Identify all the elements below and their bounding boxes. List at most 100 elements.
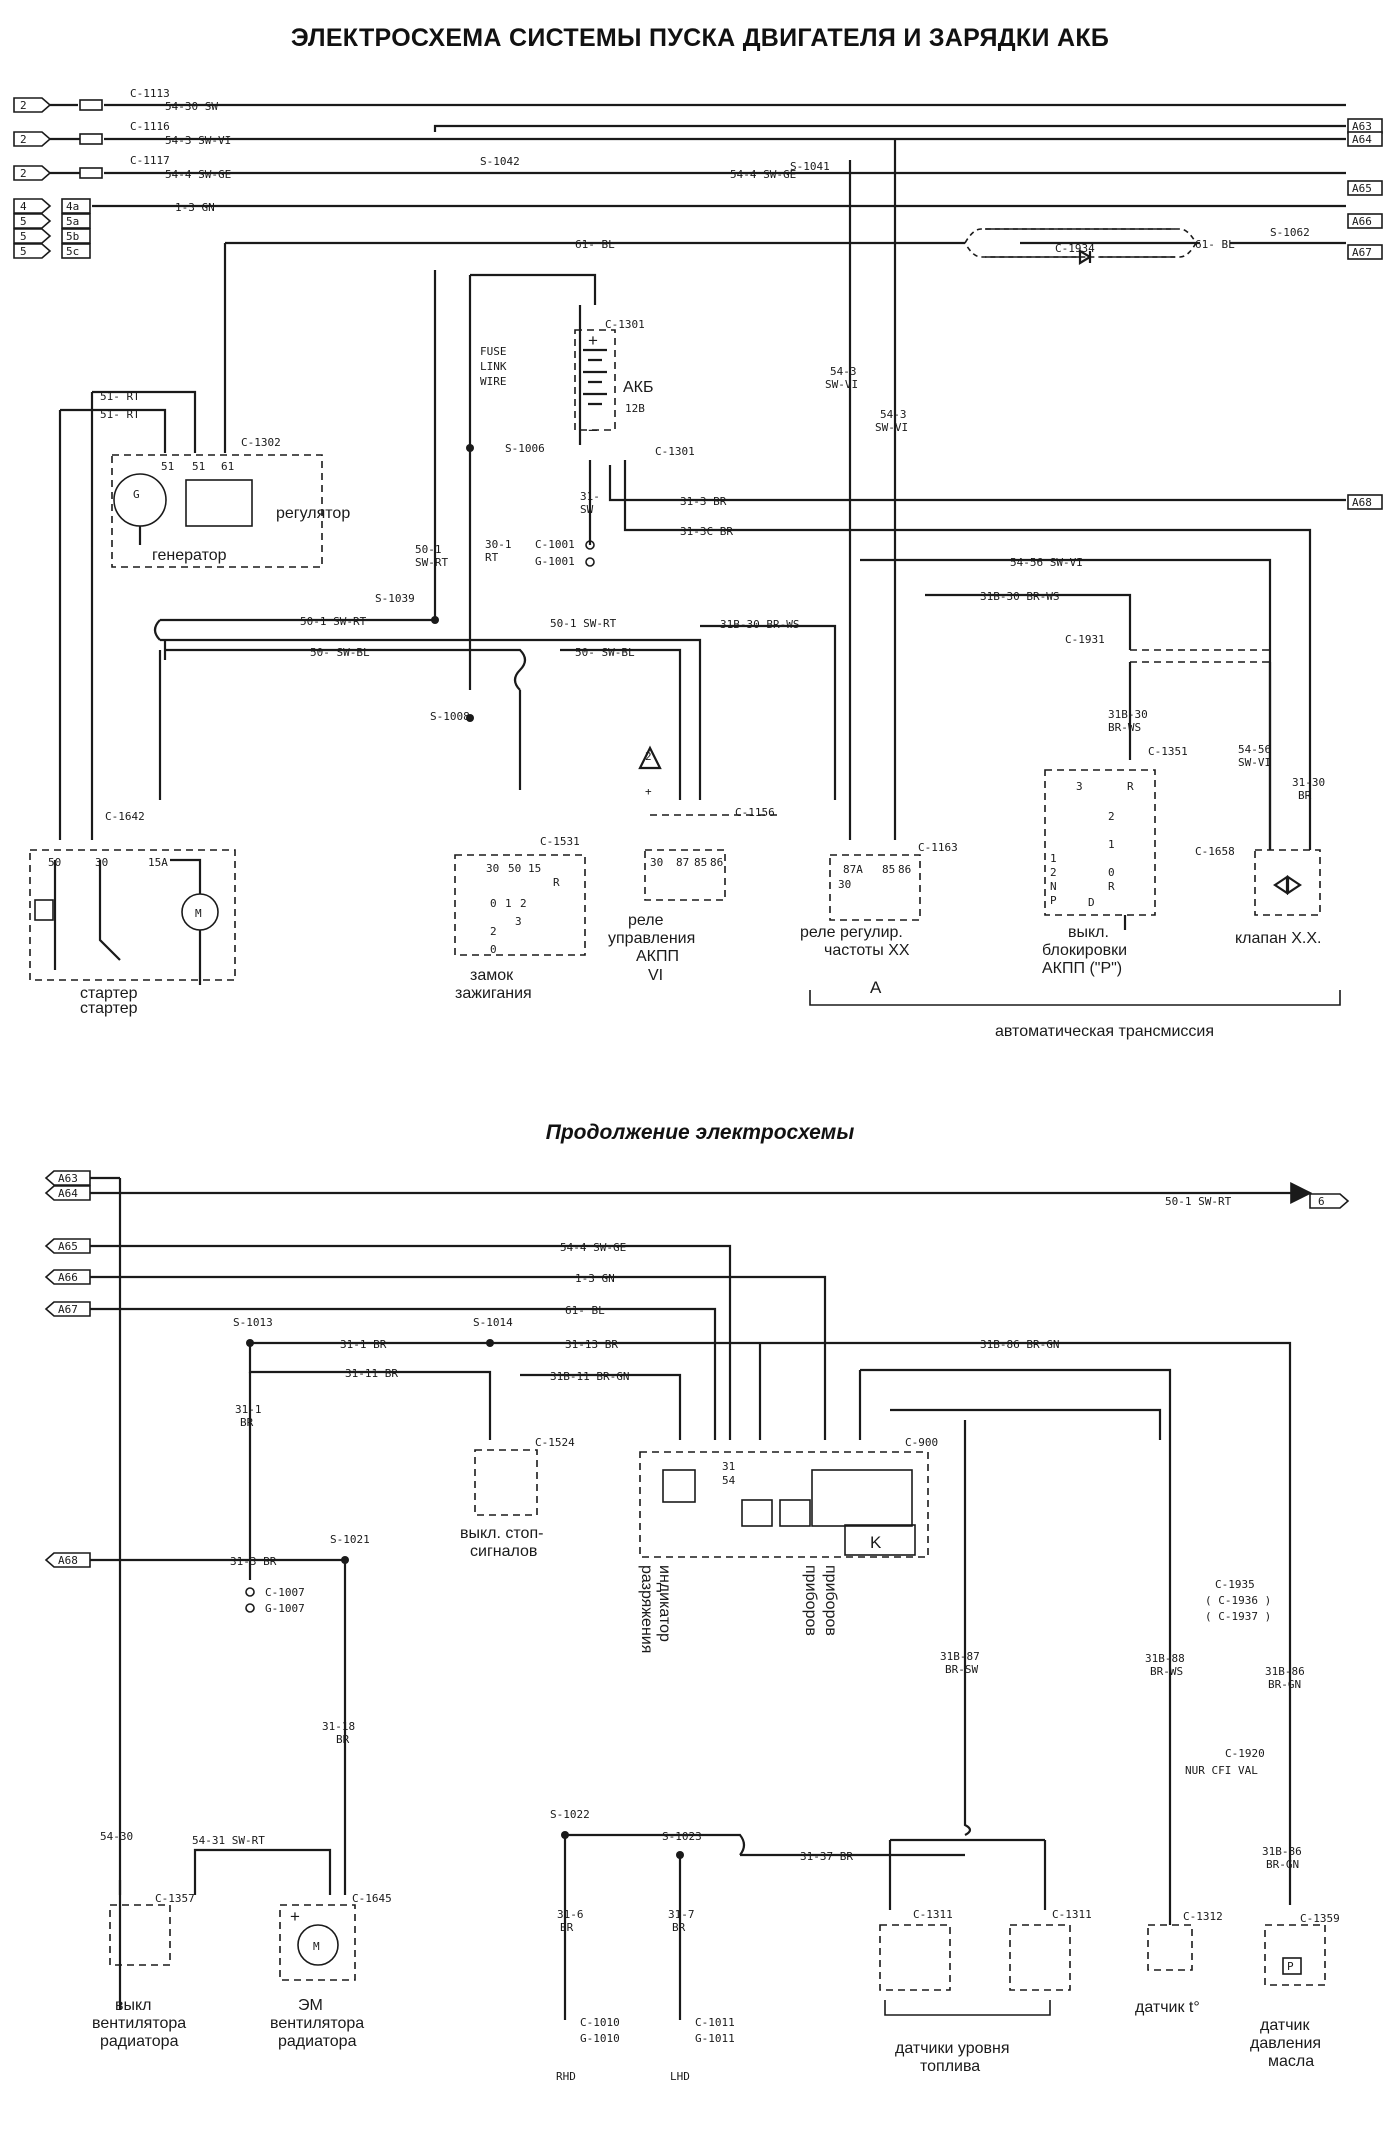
svg-text:BR: BR bbox=[560, 1921, 574, 1934]
svg-text:G-1001: G-1001 bbox=[535, 555, 575, 568]
svg-text:C-1117: C-1117 bbox=[130, 154, 170, 167]
svg-text:RHD: RHD bbox=[556, 2070, 576, 2083]
svg-text:S-1021: S-1021 bbox=[330, 1533, 370, 1546]
svg-text:50: 50 bbox=[508, 862, 521, 875]
fuse-icon bbox=[79, 99, 103, 111]
svg-text:ЭМ: ЭМ bbox=[298, 1997, 323, 2014]
svg-text:C-1116: C-1116 bbox=[130, 120, 170, 133]
exit-tag-6: 6 bbox=[1309, 1193, 1350, 1209]
bottom-bus-wires: 50-1 SW-RT 54-4 SW-GE 1-3 GN 61- BL 31-1… bbox=[90, 1176, 1313, 2010]
svg-text:6: 6 bbox=[1318, 1195, 1325, 1208]
svg-text:сигналов: сигналов bbox=[470, 1543, 537, 1560]
svg-text:C-1163: C-1163 bbox=[918, 841, 958, 854]
svg-text:C-1359: C-1359 bbox=[1300, 1912, 1340, 1925]
svg-text:87A: 87A bbox=[843, 863, 863, 876]
svg-text:31B-86: 31B-86 bbox=[1265, 1665, 1305, 1678]
svg-text:выкл.: выкл. bbox=[1068, 924, 1109, 941]
svg-text:50-1 SW-RT: 50-1 SW-RT bbox=[550, 617, 617, 630]
svg-text:+: + bbox=[290, 1907, 300, 1926]
svg-text:C-1642: C-1642 bbox=[105, 810, 145, 823]
svg-text:2: 2 bbox=[20, 99, 27, 112]
svg-text:SW-VI: SW-VI bbox=[875, 421, 908, 434]
svg-text:АКПП ("Р"): АКПП ("Р") bbox=[1042, 960, 1122, 977]
svg-text:2: 2 bbox=[490, 925, 497, 938]
svg-text:2: 2 bbox=[20, 133, 27, 146]
svg-text:5c: 5c bbox=[66, 245, 79, 258]
exit-tag-a68: A68 bbox=[1347, 494, 1383, 510]
fuse-link-wire: FUSE LINK WIRE S-1006 30-1 RT bbox=[466, 275, 545, 690]
svg-text:АКПП: АКПП bbox=[636, 948, 679, 965]
svg-text:+: + bbox=[645, 785, 652, 798]
entry-tag: 4a bbox=[61, 198, 91, 214]
svg-text:S-1006: S-1006 bbox=[505, 442, 545, 455]
svg-text:31B-11 BR-GN: 31B-11 BR-GN bbox=[550, 1370, 629, 1383]
svg-text:0: 0 bbox=[490, 897, 497, 910]
svg-text:C-1007: C-1007 bbox=[265, 1586, 305, 1599]
svg-text:31B-86 BR-GN: 31B-86 BR-GN bbox=[980, 1338, 1059, 1351]
svg-text:R: R bbox=[553, 876, 560, 889]
svg-text:замок: замок bbox=[470, 967, 514, 984]
top-bus-wires bbox=[50, 99, 1346, 430]
svg-text:A63: A63 bbox=[1352, 120, 1372, 133]
svg-text:31-6: 31-6 bbox=[557, 1908, 584, 1921]
svg-text:C-1931: C-1931 bbox=[1065, 633, 1105, 646]
svg-text:RT: RT bbox=[485, 551, 499, 564]
svg-text:31: 31 bbox=[722, 1460, 735, 1473]
fuel-gauge-icon bbox=[741, 1499, 773, 1527]
svg-text:31-11 BR: 31-11 BR bbox=[345, 1367, 398, 1380]
svg-text:31-: 31- bbox=[580, 490, 600, 503]
svg-text:31-37 BR: 31-37 BR bbox=[800, 1850, 853, 1863]
svg-text:LHD: LHD bbox=[670, 2070, 690, 2083]
svg-text:АКБ: АКБ bbox=[623, 379, 654, 396]
svg-text:датчик t°: датчик t° bbox=[1135, 1999, 1200, 2016]
left-entry-tags: 2 2 2 4 5 5 5 4a 5a 5b 5c bbox=[13, 97, 91, 259]
svg-text:C-1934: C-1934 bbox=[1055, 242, 1095, 255]
svg-text:31B-86: 31B-86 bbox=[1262, 1845, 1302, 1858]
exit-tag-a67: A67 bbox=[1347, 244, 1383, 260]
svg-text:54-31 SW-RT: 54-31 SW-RT bbox=[192, 1834, 265, 1847]
svg-text:C-1935: C-1935 bbox=[1215, 1578, 1255, 1591]
svg-text:1: 1 bbox=[1050, 852, 1057, 865]
svg-text:C-1011: C-1011 bbox=[695, 2016, 735, 2029]
entry-tag: 2 bbox=[13, 131, 52, 147]
entry-tag-a64: A64 bbox=[44, 1185, 91, 1201]
svg-text:31-3 BR: 31-3 BR bbox=[680, 495, 727, 508]
svg-text:S-1023: S-1023 bbox=[662, 1830, 702, 1843]
svg-text:VI: VI bbox=[648, 967, 663, 984]
svg-text:SW: SW bbox=[580, 503, 594, 516]
ground-wiring: S-1022 S-1023 31-37 BR 31-6 BR 31-7 BR C… bbox=[550, 1808, 965, 2083]
svg-text:C-1156: C-1156 bbox=[735, 806, 775, 819]
svg-text:зажигания: зажигания bbox=[455, 985, 532, 1002]
svg-text:BR: BR bbox=[672, 1921, 686, 1934]
c1934-diode-block bbox=[964, 228, 1197, 265]
svg-text:C-1357: C-1357 bbox=[155, 1892, 195, 1905]
ignition-lock: C-1531 30 50 15 R 0 1 2 3 2 0 замок зажи… bbox=[454, 835, 586, 1002]
stop-signal-switch: C-1524 выкл. стоп- сигналов bbox=[460, 1436, 575, 1560]
svg-text:индикатор: индикатор bbox=[656, 1565, 673, 1642]
svg-text:54-30: 54-30 bbox=[100, 1830, 133, 1843]
svg-text:5: 5 bbox=[20, 215, 27, 228]
svg-text:C-1524: C-1524 bbox=[535, 1436, 575, 1449]
svg-text:C-1645: C-1645 bbox=[352, 1892, 392, 1905]
svg-text:54-4 SW-GE: 54-4 SW-GE bbox=[560, 1241, 626, 1254]
svg-text:87: 87 bbox=[676, 856, 689, 869]
svg-text:A65: A65 bbox=[1352, 182, 1372, 195]
svg-text:30: 30 bbox=[95, 856, 108, 869]
exit-tag-a64: A64 bbox=[1347, 131, 1383, 147]
instrument-cluster: C-900 31 54 K индикатор разряжения прибо… bbox=[638, 1368, 1172, 1675]
svg-text:давления: давления bbox=[1250, 2035, 1321, 2052]
svg-text:5a: 5a bbox=[66, 215, 79, 228]
svg-text:C-1302: C-1302 bbox=[241, 436, 281, 449]
fan-wiring: S-1021 31-3 BR 31-18 BR 54-30 54-31 SW-R… bbox=[90, 1533, 392, 2050]
svg-text:31-3C BR: 31-3C BR bbox=[680, 525, 733, 538]
idle-valve: 54-56 SW-VI 31-30 BR C-1658 клапан Х.Х. bbox=[1195, 540, 1325, 947]
svg-text:LINK: LINK bbox=[480, 360, 507, 373]
entry-tag: 5 bbox=[13, 213, 52, 229]
svg-text:2: 2 bbox=[645, 750, 652, 763]
svg-text:0: 0 bbox=[1108, 866, 1115, 879]
akpp-block-switch: C-1931 31B-30 BR-WS C-1351 1 2 N P 2 1 0… bbox=[1042, 633, 1270, 977]
auto-transmission-group: A автоматическая трансмиссия bbox=[809, 978, 1341, 1040]
svg-text:стартер: стартер bbox=[80, 985, 138, 1002]
svg-text:2: 2 bbox=[520, 897, 527, 910]
